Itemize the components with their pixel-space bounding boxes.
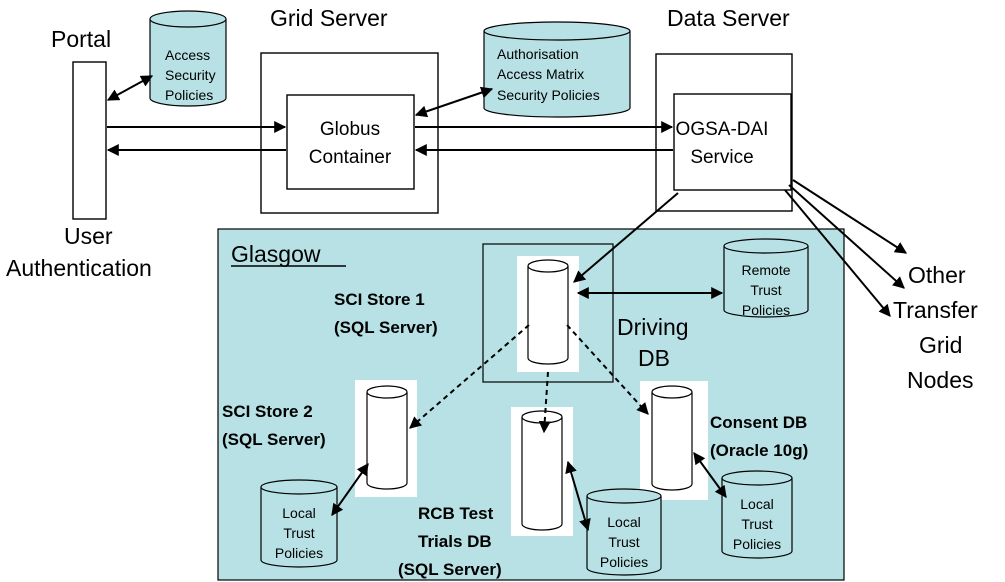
remote-trust-policies-store: Remote Trust Policies	[723, 238, 809, 318]
rcb-local-trust-link	[565, 460, 591, 532]
ogsa-to-other-nodes-arrow-2	[788, 184, 905, 289]
svg-text:Policies: Policies	[742, 302, 790, 318]
globus-container-box	[286, 94, 415, 190]
sci-store-1-to-consent-dashed	[566, 324, 649, 415]
sci-store-1-to-rcb-dashed	[538, 371, 551, 434]
svg-text:Policies: Policies	[733, 536, 781, 552]
portal-label: Portal	[51, 26, 111, 52]
consent-db	[640, 381, 708, 500]
data-server-label: Data Server	[667, 5, 790, 31]
other-nodes-label-3: Grid	[919, 332, 962, 358]
ogsa-to-other-nodes-arrow-3	[784, 189, 891, 317]
globus-authorisation-link	[414, 86, 494, 118]
globus-label-1: Globus	[320, 119, 380, 140]
consent-local-trust-link	[693, 452, 727, 498]
other-nodes-label-4: Nodes	[907, 367, 973, 393]
sci-store-2-db	[355, 380, 417, 497]
svg-text:Local: Local	[607, 514, 640, 530]
ogsa-label-2: Service	[690, 147, 753, 168]
sci-store-2-local-trust-link	[331, 463, 369, 516]
svg-text:Trust: Trust	[608, 534, 639, 550]
consent-db-label-1: Consent DB	[710, 413, 807, 432]
sci-store-2-label-2: (SQL Server)	[222, 430, 326, 449]
svg-text:Local: Local	[740, 496, 773, 512]
svg-text:Local: Local	[282, 505, 315, 521]
svg-text:Policies: Policies	[600, 554, 648, 570]
svg-text:Security: Security	[165, 67, 216, 83]
svg-text:Access: Access	[165, 47, 210, 63]
glasgow-label: Glasgow	[231, 241, 321, 267]
sci-store-1-label-1: SCI Store 1	[334, 290, 425, 309]
authorisation-policies-store: Authorisation Access Matrix Security Pol…	[483, 21, 631, 118]
local-trust-policies-store-3: Local Trust Policies	[721, 470, 793, 559]
grid-server-label: Grid Server	[270, 5, 388, 31]
rcb-label-2: Trials DB	[418, 532, 492, 551]
driving-db-label-1: Driving	[617, 314, 689, 340]
other-nodes-label-1: Other	[908, 262, 966, 288]
rcb-label-3: (SQL Server)	[398, 560, 502, 579]
sci-store-1-label-2: (SQL Server)	[334, 318, 438, 337]
rcb-test-trials-db	[511, 407, 573, 536]
portal-access-policies-link	[106, 75, 154, 101]
svg-text:Authorisation: Authorisation	[497, 46, 579, 62]
driving-db-label-2: DB	[638, 345, 670, 371]
user-auth-label-2: Authentication	[6, 255, 152, 281]
svg-text:Policies: Policies	[275, 545, 323, 561]
rcb-label-1: RCB Test	[418, 504, 494, 523]
user-auth-label-1: User	[64, 223, 113, 249]
ogsa-label-1: OGSA-DAI	[676, 119, 769, 140]
sci-store-1-db	[517, 256, 579, 372]
portal-box	[72, 61, 107, 220]
globus-label-2: Container	[309, 147, 392, 168]
local-trust-policies-store-1: Local Trust Policies	[260, 479, 338, 568]
svg-text:Policies: Policies	[165, 87, 213, 103]
svg-text:Access Matrix: Access Matrix	[497, 66, 584, 82]
ogsa-to-sci-store-1-arrow	[573, 192, 679, 283]
svg-text:Remote: Remote	[741, 262, 790, 278]
sci-store-2-label-1: SCI Store 2	[222, 402, 313, 421]
connectors	[106, 75, 908, 532]
ogsa-to-other-nodes-arrow-1	[792, 179, 908, 254]
access-security-policies-store: Access Security Policies	[149, 10, 227, 107]
other-nodes-label-2: Transfer	[893, 297, 978, 323]
svg-text:Trust: Trust	[741, 516, 772, 532]
svg-text:Security Policies: Security Policies	[497, 87, 600, 103]
consent-db-label-2: (Oracle 10g)	[710, 441, 808, 460]
local-trust-policies-store-2: Local Trust Policies	[586, 488, 662, 576]
svg-text:Trust: Trust	[750, 282, 781, 298]
ogsa-dai-service-box	[673, 93, 792, 191]
svg-text:Trust: Trust	[283, 525, 314, 541]
